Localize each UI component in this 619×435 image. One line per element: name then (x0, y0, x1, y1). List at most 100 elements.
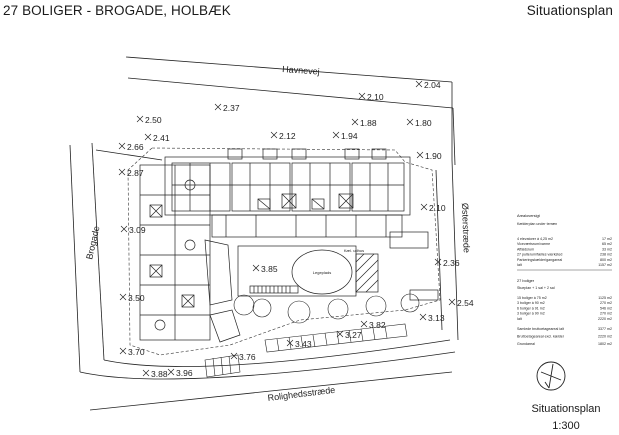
area-table-row-value: 1802 m2 (598, 342, 612, 346)
spot-level-value: 3.13 (428, 313, 445, 323)
street-label-east: Østerstræde (460, 203, 472, 253)
spot-level: 2.10 (420, 203, 446, 213)
site-boundary (127, 147, 441, 356)
footer-plan-name: Situationsplan (531, 403, 601, 415)
spot-level-value: 1.88 (360, 118, 377, 128)
building-west-wing (139, 164, 241, 343)
spot-level-marker-icon (351, 118, 359, 126)
rolighedsstraede-road (79, 339, 456, 411)
area-table-row-value: 238 m2 (600, 253, 612, 257)
spot-level-marker-icon (252, 264, 260, 272)
spot-level-marker-icon (336, 330, 344, 338)
spot-level-marker-icon (214, 103, 222, 111)
area-table-row-value: 33 m2 (602, 247, 612, 251)
spot-level-value: 3.96 (176, 368, 193, 378)
spot-level: 3.50 (119, 293, 145, 303)
spot-level-value: 2.50 (145, 115, 162, 125)
spot-level: 3.70 (119, 347, 145, 357)
spot-level-value: 2.87 (127, 168, 144, 178)
havnevej-road (125, 56, 456, 166)
spot-level-marker-icon (416, 151, 424, 159)
area-table-row-label: Viceværtsrum/varme (517, 242, 550, 246)
spot-level-marker-icon (118, 168, 126, 176)
area-table-row-value: 270 m2 (600, 301, 612, 305)
spot-level-marker-icon (142, 369, 150, 377)
courtyard-lawn-label: Legeplads (313, 270, 331, 275)
drawing-type-label: Situationsplan (526, 3, 613, 18)
spot-level: 3.13 (419, 313, 445, 323)
oesterstraede-road (435, 159, 459, 341)
area-table-row-value: 3377 m2 (598, 327, 612, 331)
spot-level: 1.88 (351, 118, 377, 128)
spot-level-marker-icon (286, 339, 294, 347)
spot-level-value: 2.41 (153, 133, 170, 143)
spot-level-marker-icon (332, 131, 340, 139)
spot-level: 2.12 (270, 131, 296, 141)
area-table-row-label: Affaldsrum (517, 247, 534, 251)
spot-level-value: 3.43 (295, 339, 312, 349)
courtyard-cellar-label: Kæl. udhus (344, 248, 364, 253)
area-table-subtitle: Kælderplan under terræn (517, 222, 557, 226)
spot-level-value: 2.04 (424, 80, 441, 90)
spot-level-value: 3.70 (128, 347, 145, 357)
spot-level: 3.85 (252, 264, 278, 274)
brogade-road (69, 142, 163, 373)
spot-level: 2.66 (118, 142, 144, 152)
area-table: Arealoversigt Kælderplan under terræn 4 … (517, 213, 612, 346)
trees (233, 293, 420, 324)
spot-level-marker-icon (119, 347, 127, 355)
area-table-row-label: Ialt (517, 263, 522, 267)
spot-level-marker-icon (419, 313, 427, 321)
spot-level-value: 3.27 (345, 330, 362, 340)
courtyard (237, 231, 439, 301)
spot-level-value: 2.54 (457, 298, 474, 308)
area-table-row-value: 2220 m2 (598, 335, 612, 339)
area-table-row-value: 65 m2 (602, 242, 612, 246)
spot-level: 3.82 (360, 320, 386, 330)
spot-level-value: 2.66 (127, 142, 144, 152)
spot-level-marker-icon (118, 142, 126, 150)
spot-level: 2.87 (118, 168, 144, 178)
spot-level-value: 1.94 (341, 131, 358, 141)
spot-level: 3.76 (230, 352, 256, 362)
spot-level: 3.88 (142, 369, 168, 379)
area-table-row-label: Parkeringskælder/gangareal (517, 258, 562, 262)
play-lawn (291, 249, 353, 295)
area-table-row-value: 270 m2 (600, 312, 612, 316)
spot-level: 2.54 (448, 298, 474, 308)
area-table-title: Arealoversigt (517, 213, 541, 218)
spot-level-value: 2.36 (443, 258, 460, 268)
spot-level-marker-icon (358, 92, 366, 100)
area-table-row-label: 4 elevatorer á 4,25 m2 (517, 237, 553, 241)
area-table-row-value: 800 m2 (600, 258, 612, 262)
spot-level: 3.96 (167, 368, 193, 378)
spot-level-marker-icon (448, 298, 456, 306)
area-table-row-label: Ialt (517, 317, 522, 321)
spot-level-value: 2.10 (367, 92, 384, 102)
spot-level-value: 3.85 (261, 264, 278, 274)
spot-level: 1.80 (406, 118, 432, 128)
area-table-row-label: 6 boliger á 91 m2 (517, 306, 545, 310)
area-table-row-label: 3 boliger á 90 m2 (517, 301, 545, 305)
spot-level-value: 2.12 (279, 131, 296, 141)
area-table-row-label: 27 pulterum/fælles værksted (517, 253, 562, 257)
spot-level: 2.10 (358, 92, 384, 102)
spot-level-marker-icon (406, 118, 414, 126)
building-north-wing (164, 148, 411, 238)
spot-level-value: 3.88 (151, 369, 168, 379)
area-table-row-value: 17 m2 (602, 237, 612, 241)
spot-level: 2.36 (434, 258, 460, 268)
area-table-row-value: 546 m2 (600, 306, 612, 310)
units-title: 27 boliger (517, 278, 535, 283)
street-label-west: Brogade (84, 225, 101, 260)
street-label-north: Havnevej (282, 64, 320, 77)
spot-level: 1.90 (416, 151, 442, 161)
spot-level-value: 3.76 (239, 352, 256, 362)
area-table-row-value: 1157 m2 (598, 263, 612, 267)
spot-level-value: 3.50 (128, 293, 145, 303)
spot-level-value: 3.82 (369, 320, 386, 330)
spot-level: 2.04 (415, 80, 441, 90)
spot-level-marker-icon (167, 368, 175, 376)
spot-level-marker-icon (230, 352, 238, 360)
